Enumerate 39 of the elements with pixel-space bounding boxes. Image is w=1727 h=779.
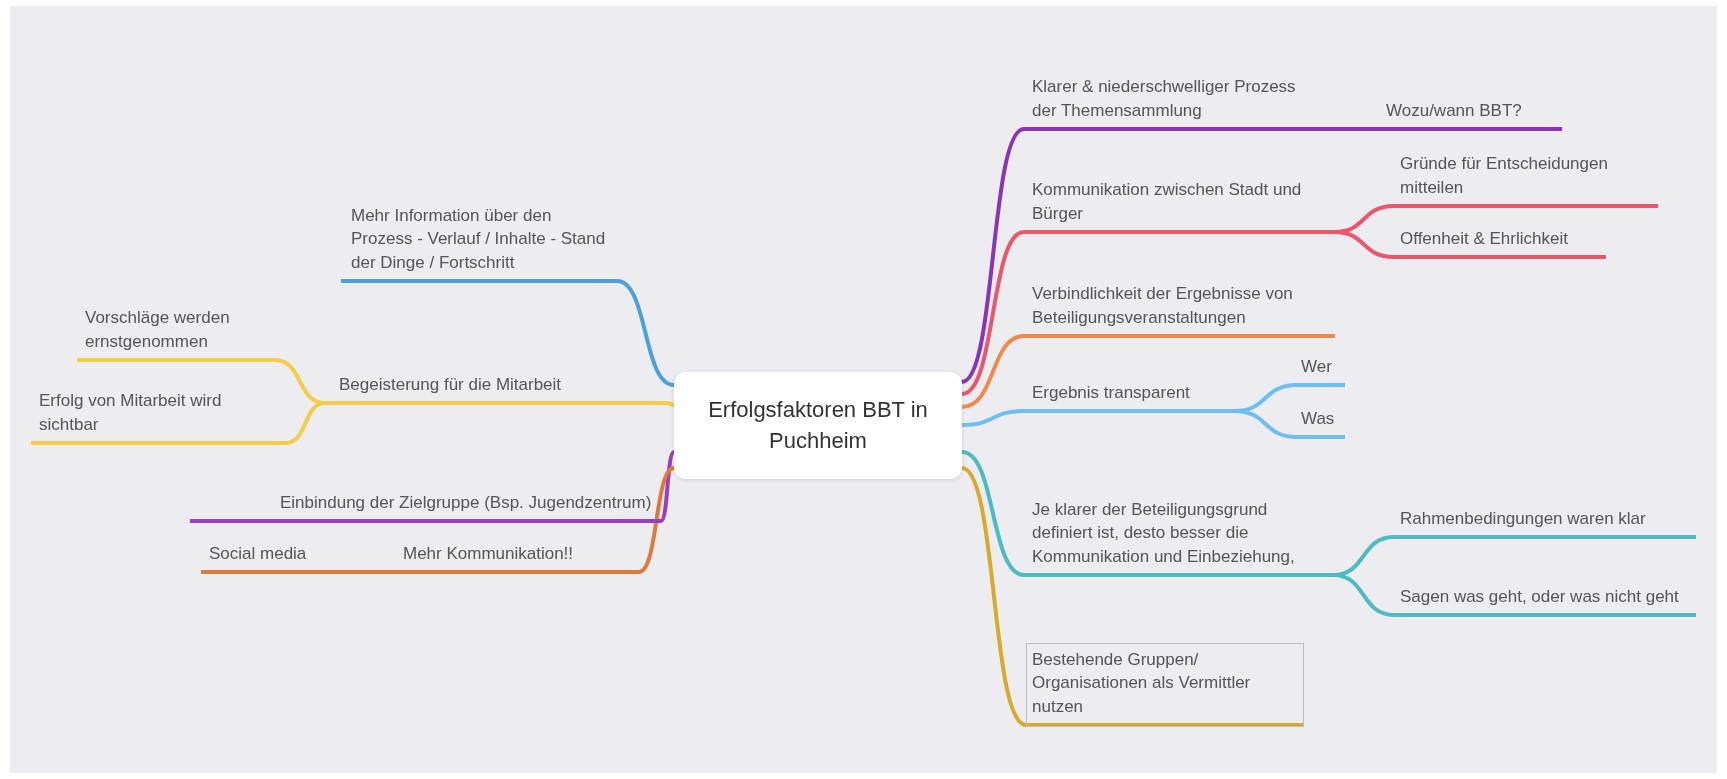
branch-curve <box>1332 230 1396 259</box>
branch-curve <box>1331 573 1396 617</box>
branch-curve <box>960 230 1026 396</box>
topic-text: Je klarer der Beteiligungsgrund definiert ist, desto besser die Kommunikation und Einbeziehung, <box>1032 498 1296 569</box>
branch-curve <box>284 401 327 445</box>
branch-curve <box>960 450 1026 577</box>
topic-text: Social media <box>209 543 308 566</box>
topic-text: Kommunikation zwischen Stadt und Bürger <box>1032 179 1303 226</box>
topic-text: Rahmenbedingungen waren klar <box>1400 508 1647 531</box>
branch-curve <box>960 409 1026 427</box>
topic-text: Bestehende Gruppen/ Organisationen als Vermittler nutzen <box>1032 648 1252 719</box>
branch-curve <box>1232 409 1299 439</box>
topic-text: Gründe für Entscheidungen mitteilen <box>1400 153 1609 200</box>
central-topic-text: Erfolgsfaktoren BBT in Puchheim <box>707 395 929 455</box>
branch-curve <box>637 466 676 574</box>
topic-text: Verbindlichkeit der Ergebnisse von Beteiligungsveranstaltungen <box>1032 283 1294 330</box>
branch-curve <box>960 127 1026 384</box>
topic-text: Mehr Kommunikation!! <box>403 543 575 566</box>
topic-text: Offenheit & Ehrlichkeit <box>1400 228 1569 251</box>
topic-text: Erfolg von Mitarbeit wird sichtbar <box>39 390 223 437</box>
branch-curve <box>659 450 676 523</box>
topic-text: Einbindung der Zielgruppe (Bsp. Jugendzentrum) <box>280 492 653 515</box>
topic-text: Vorschläge werden ernstgenommen <box>85 307 231 354</box>
branch-curve <box>665 401 676 407</box>
topic-text: Wozu/wann BBT? <box>1386 100 1523 123</box>
central-topic-box <box>674 372 962 479</box>
topic-text: Ergebnis transparent <box>1032 382 1191 405</box>
branch-curve <box>960 334 1026 409</box>
branch-curve <box>615 279 676 387</box>
topic-text: Wer <box>1301 356 1333 379</box>
topic-text: Mehr Information über den Prozess - Verlauf / Inhalte - Stand der Dinge / Fortschritt <box>351 204 607 275</box>
topic-text: Klarer & niederschwelliger Prozess der Themensammlung <box>1032 76 1297 123</box>
branch-curve <box>1322 127 1382 131</box>
branch-curve <box>960 466 1028 727</box>
topic-text: Begeisterung für die Mitarbeit <box>339 374 563 397</box>
selected-topic-box <box>1026 642 1304 727</box>
branch-curve <box>328 570 365 574</box>
topic-text: Was <box>1301 408 1336 431</box>
topic-text: Sagen was geht, oder was nicht geht <box>1400 586 1680 609</box>
